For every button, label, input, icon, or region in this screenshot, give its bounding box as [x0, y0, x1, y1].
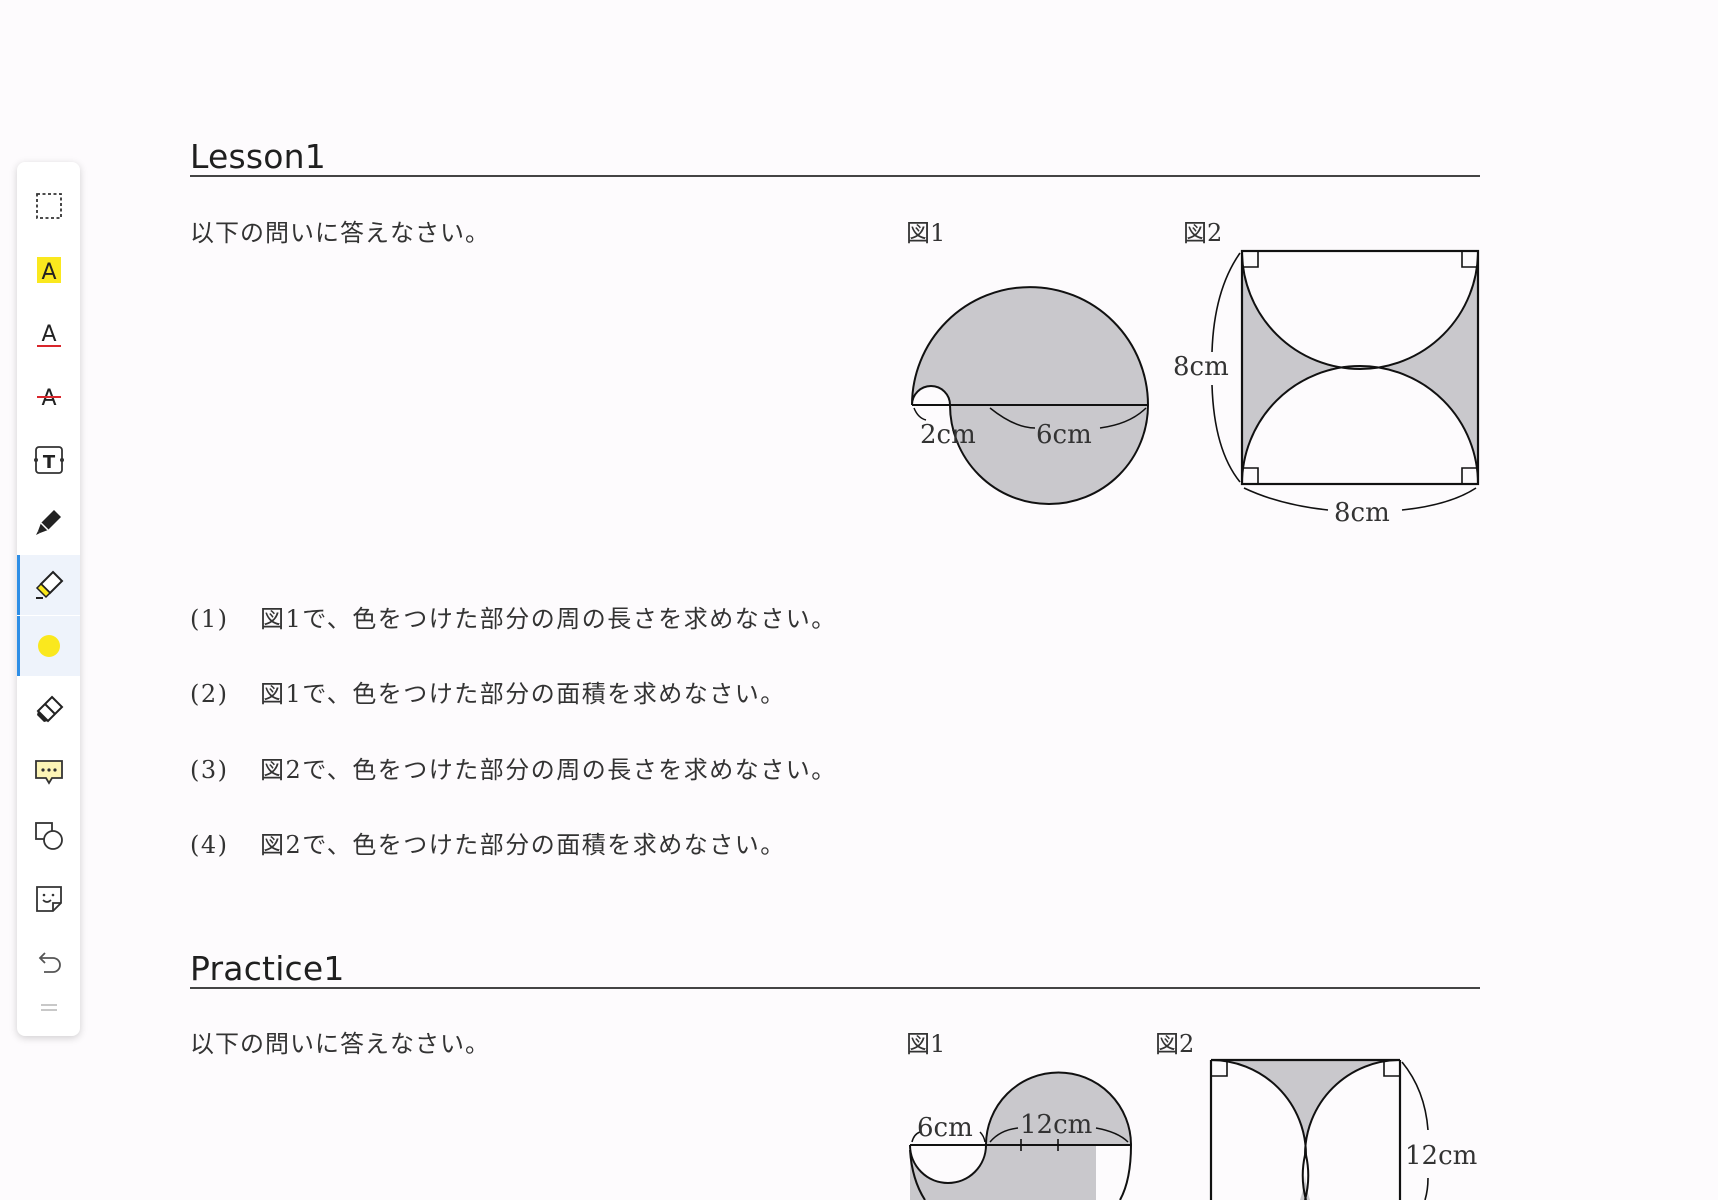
question-number: (4) [190, 831, 229, 859]
practice-fig1-label: 図1 [906, 1030, 946, 1058]
highlighter-icon [35, 570, 63, 599]
question-text: 図2で、色をつけた部分の面積を求めなさい。 [260, 831, 786, 859]
practice-instruction: 以下の問いに答えなさい。 [190, 1030, 490, 1058]
lesson-fig2-bottom-label: 8cm [1334, 498, 1390, 528]
drag-handle[interactable] [17, 988, 80, 1028]
practice-title: Practice1 [190, 949, 345, 988]
practice-figure-1: 6cm 12cm [909, 1071, 1132, 1200]
sticker-icon [35, 886, 62, 912]
question-text: 図2で、色をつけた部分の周の長さを求めなさい。 [260, 756, 837, 784]
practice-fig2-label: 図2 [1155, 1030, 1195, 1058]
lesson-instruction: 以下の問いに答えなさい。 [190, 219, 490, 247]
underline-text-tool[interactable]: A [17, 304, 80, 364]
svg-text:A: A [41, 386, 56, 411]
highlight-a-icon: A [36, 257, 61, 285]
text-box-icon: T [33, 446, 64, 474]
pen-tool[interactable] [17, 492, 80, 552]
annotation-toolbar: A A A T [17, 162, 80, 1036]
question-text: 図1で、色をつけた部分の周の長さを求めなさい。 [260, 605, 837, 633]
pen-icon [35, 510, 61, 535]
lesson-fig2-label: 図2 [1183, 219, 1223, 247]
question-number: (2) [190, 680, 229, 708]
lesson-question-3: (3) 図2で、色をつけた部分の周の長さを求めなさい。 [190, 750, 837, 785]
text-box-tool[interactable]: T [17, 430, 80, 490]
lesson-fig1-left-label: 2cm [920, 420, 976, 450]
comment-tool[interactable] [17, 742, 80, 802]
sticker-tool[interactable] [17, 869, 80, 929]
shapes-tool[interactable] [17, 806, 80, 866]
question-text: 図1で、色をつけた部分の面積を求めなさい。 [260, 680, 786, 708]
shapes-icon [34, 822, 63, 850]
comment-icon [34, 760, 63, 785]
highlighter-tool[interactable] [17, 555, 80, 615]
lesson-fig2-side-label: 8cm [1173, 352, 1229, 382]
lesson-fig1-label: 図1 [906, 219, 946, 247]
color-picker-tool[interactable] [17, 616, 80, 676]
svg-text:A: A [41, 260, 56, 285]
practice-fig1-left-label: 6cm [917, 1113, 973, 1143]
lesson-fig1-right-label: 6cm [1036, 420, 1092, 450]
lesson-title-rule [190, 175, 1480, 177]
undo-tool[interactable] [17, 932, 80, 992]
question-number: (3) [190, 756, 229, 784]
underline-a-icon: A [36, 322, 61, 347]
dashed-rectangle-icon [35, 193, 62, 219]
svg-text:T: T [42, 452, 55, 473]
practice-figure-2: 12cm [1209, 1058, 1477, 1200]
shaded-region [911, 286, 1150, 505]
lesson-question-2: (2) 図1で、色をつけた部分の面積を求めなさい。 [190, 674, 786, 709]
select-area-tool[interactable] [17, 176, 80, 236]
shaded-region [1211, 1060, 1400, 1155]
practice-title-rule [190, 987, 1480, 989]
practice-fig2-side-label: 12cm [1405, 1141, 1477, 1171]
shaded-region [1242, 251, 1478, 484]
lesson-figure-2: 8cm 8cm [1173, 249, 1480, 528]
question-number: (1) [190, 605, 229, 633]
lesson-question-1: (1) 図1で、色をつけた部分の周の長さを求めなさい。 [190, 599, 837, 634]
eraser-tool[interactable] [17, 679, 80, 739]
highlight-text-tool[interactable]: A [17, 240, 80, 300]
svg-text:A: A [41, 322, 56, 347]
eraser-icon [36, 695, 63, 723]
lesson-figure-1: 2cm 6cm [911, 286, 1150, 505]
lesson-question-4: (4) 図2で、色をつけた部分の面積を求めなさい。 [190, 825, 786, 860]
undo-icon [38, 952, 61, 973]
color-dot-icon [37, 635, 60, 657]
practice-fig1-right-label: 12cm [1020, 1110, 1092, 1140]
strikethrough-a-icon: A [36, 386, 61, 411]
strikethrough-text-tool[interactable]: A [17, 366, 80, 426]
drag-handle-icon [40, 1004, 57, 1011]
lesson-title: Lesson1 [190, 137, 326, 176]
